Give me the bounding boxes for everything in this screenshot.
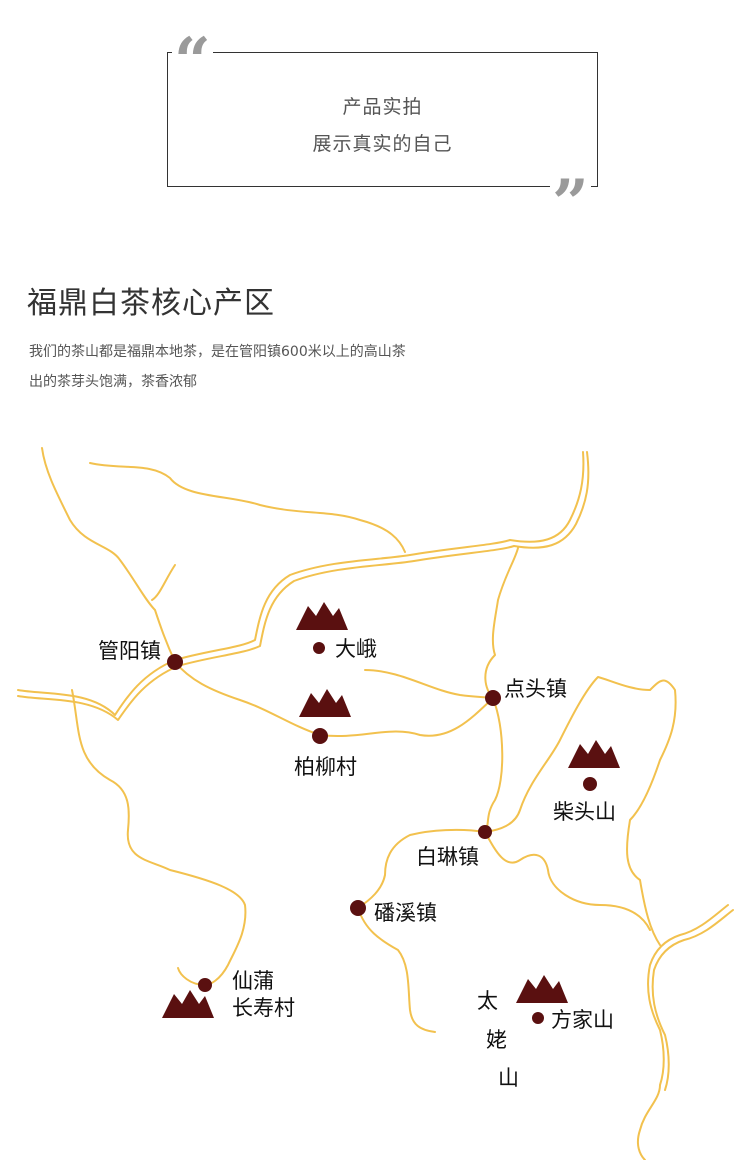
label-dae: 大峨 xyxy=(335,637,377,661)
road xyxy=(636,904,729,1160)
location-marker xyxy=(583,777,597,791)
label-taimu-2: 姥 xyxy=(486,1028,507,1052)
location-marker xyxy=(313,642,325,654)
location-marker xyxy=(312,728,328,744)
road xyxy=(484,697,504,833)
open-quote-icon: “ xyxy=(172,24,213,99)
location-marker xyxy=(350,900,366,916)
label-panxi: 磻溪镇 xyxy=(374,901,437,925)
tea-region-map: 管阳镇 大峨 点头镇 柏柳村 柴头山 白琳镇 磻溪镇 仙蒲 长寿村 太 姥 山 … xyxy=(17,447,734,1160)
road xyxy=(17,451,590,721)
mountain-icon xyxy=(568,740,620,768)
road xyxy=(89,462,406,553)
description-line-1: 我们的茶山都是福鼎本地茶，是在管阳镇600米以上的高山茶 xyxy=(29,344,406,360)
location-marker xyxy=(198,978,212,992)
label-bailin: 白琳镇 xyxy=(416,845,479,869)
close-quote-icon: ” xyxy=(550,166,591,241)
mountain-icon xyxy=(299,689,351,717)
description-line-2: 出的茶芽头饱满，茶香浓郁 xyxy=(29,374,197,390)
road xyxy=(484,547,519,699)
road xyxy=(484,676,677,946)
label-guanyang: 管阳镇 xyxy=(98,639,161,663)
label-fangjiashan: 方家山 xyxy=(551,1008,614,1032)
quote-line-1: 产品实拍 xyxy=(342,96,423,118)
label-changshoucun: 长寿村 xyxy=(232,996,295,1020)
road xyxy=(484,831,651,931)
quote-line-2: 展示真实的自己 xyxy=(312,133,453,155)
road xyxy=(364,669,494,699)
road xyxy=(357,907,436,1033)
location-marker xyxy=(532,1012,544,1024)
quote-box xyxy=(167,52,598,187)
road xyxy=(174,661,494,738)
label-taimu-1: 太 xyxy=(477,989,498,1013)
label-chaitoushan: 柴头山 xyxy=(553,800,616,824)
label-bailiu: 柏柳村 xyxy=(294,755,357,779)
label-taimu-3: 山 xyxy=(498,1066,519,1090)
label-xianpu: 仙蒲 xyxy=(232,969,274,993)
road xyxy=(17,451,585,716)
location-marker xyxy=(167,654,183,670)
road-network xyxy=(17,447,734,1160)
location-marker xyxy=(485,690,501,706)
road xyxy=(41,447,176,663)
mountain-icon xyxy=(296,602,348,630)
section-title: 福鼎白茶核心产区 xyxy=(27,286,275,321)
mountain-icon xyxy=(162,990,214,1018)
location-marker xyxy=(478,825,492,839)
label-diantou: 点头镇 xyxy=(504,677,567,701)
road xyxy=(151,564,176,601)
road xyxy=(357,828,486,909)
road xyxy=(71,689,247,986)
mountain-icon xyxy=(516,975,568,1003)
road xyxy=(651,909,734,1091)
